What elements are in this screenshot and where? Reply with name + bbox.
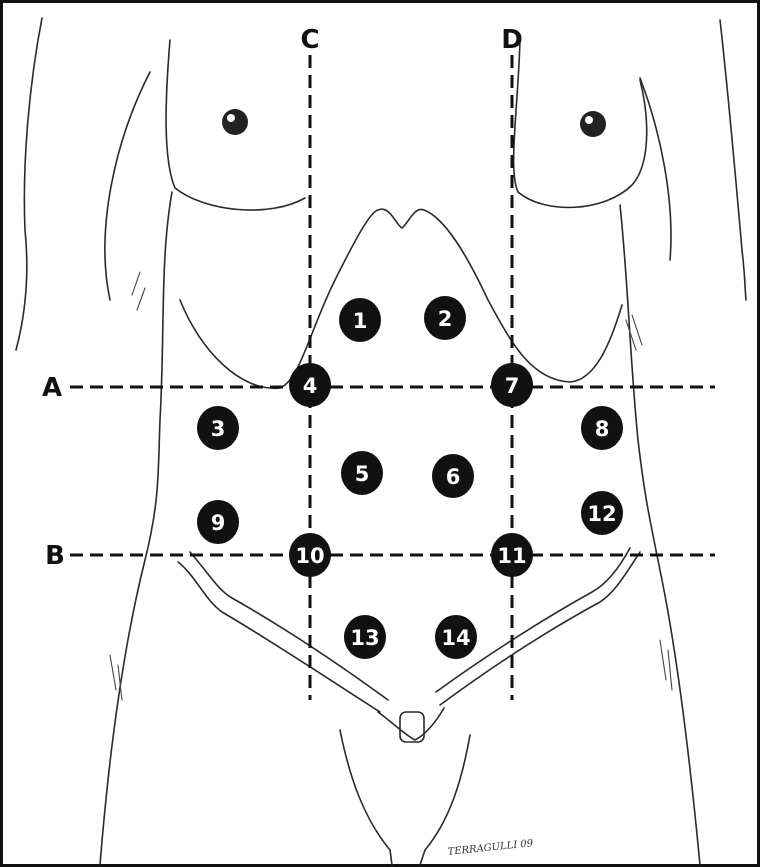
reference-line-label-a: A (42, 373, 62, 403)
point-label: 2 (438, 307, 453, 331)
point-label: 9 (211, 511, 226, 535)
point-label: 7 (505, 374, 520, 398)
left-nipple-icon (222, 109, 248, 135)
point-marker: 10 (289, 533, 331, 577)
body-outline (16, 18, 746, 865)
point-label: 1 (353, 309, 368, 333)
point-marker: 1 (339, 298, 381, 342)
point-label: 3 (211, 417, 226, 441)
reference-line-label-d: D (501, 25, 523, 55)
point-marker: 5 (341, 451, 383, 495)
point-marker: 8 (581, 406, 623, 450)
point-marker: 6 (432, 454, 474, 498)
point-marker: 4 (289, 363, 331, 407)
point-label: 13 (350, 626, 379, 650)
point-label: 11 (497, 544, 526, 568)
artist-signature: TERRAGULLI 09 (447, 838, 534, 858)
point-label: 12 (587, 502, 616, 526)
point-marker: 11 (491, 533, 533, 577)
reference-line-label-c: C (300, 25, 319, 55)
point-marker: 13 (344, 615, 386, 659)
point-label: 5 (355, 462, 370, 486)
point-label: 6 (446, 465, 461, 489)
point-marker: 9 (197, 500, 239, 544)
point-label: 8 (595, 417, 610, 441)
right-nipple-icon (580, 111, 606, 137)
point-label: 10 (295, 544, 324, 568)
point-marker: 7 (491, 363, 533, 407)
reference-line-label-b: B (45, 541, 65, 571)
point-label: 4 (303, 374, 318, 398)
point-marker: 12 (581, 491, 623, 535)
point-marker: 14 (435, 615, 477, 659)
point-marker: 3 (197, 406, 239, 450)
point-marker: 2 (424, 296, 466, 340)
point-label: 14 (441, 626, 470, 650)
